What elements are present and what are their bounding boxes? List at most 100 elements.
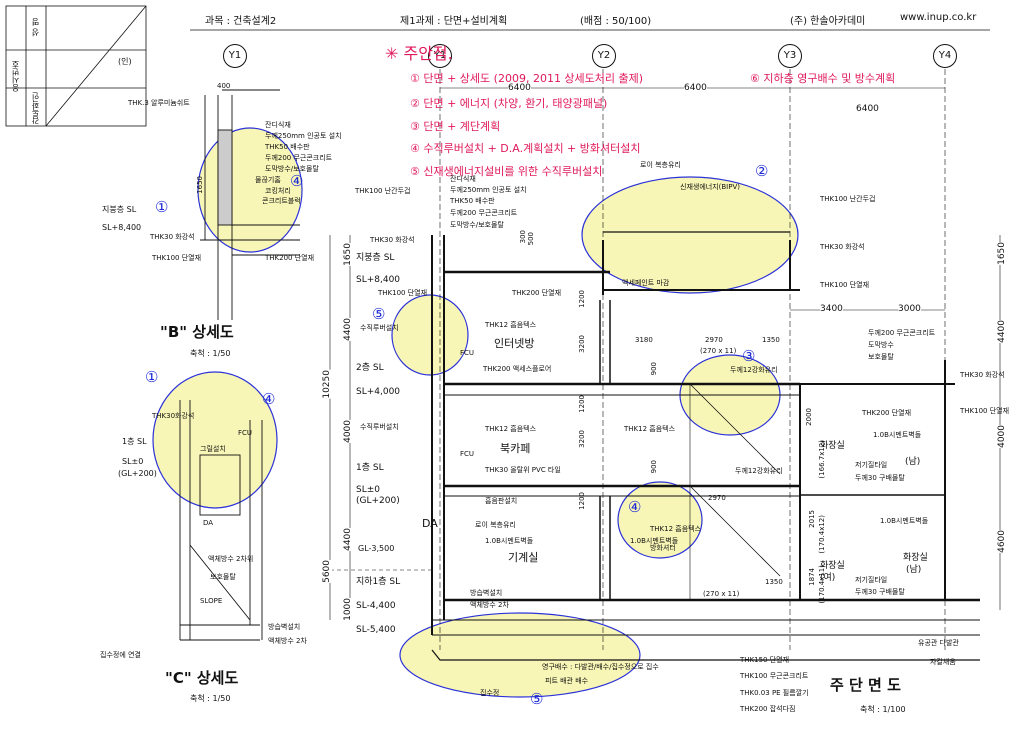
b-label-5: 두께200 무근콘크리트 [265,154,333,162]
label-acoustic-3: THK12 흡음텍스 [624,425,676,433]
b-label-6: 도막방수/보호몰탈 [265,165,319,173]
dim-2970a: 2970 [705,336,723,344]
highlight-clouds [152,127,799,698]
c-label-6: 보호몰탈 [210,573,236,581]
c-label-1: THK30화강석 [152,412,195,420]
dim-h-5600: 5600 [322,560,332,583]
c-level-gl: (GL+200) [118,469,157,478]
label-tile-1: 저기질타일 [855,461,888,469]
room-toilet-2-f: (여) [820,573,836,583]
dim-2970b: 2970 [708,494,726,502]
b-label-1: THK.3 알루미늄쉬트 [128,99,190,107]
circled-4-main: ④ [628,498,642,516]
section-lines [329,60,1001,661]
room-toilet-3-m: (남) [906,565,922,575]
b-detail-lines [200,89,300,320]
b-label-11: THK100 단열재 [152,254,202,262]
level-b1-value: SL-4,400 [356,601,396,611]
dim-3180: 3180 [635,336,653,344]
section-title: 주 단 면 도 [830,676,901,694]
section-scale: 축척 : 1/100 [860,705,906,714]
label-brick-4: 1.0B시멘트벽돌 [630,537,679,545]
grid-y4: Y4 [933,44,957,68]
dim-300: 300 [519,230,527,244]
level-b1: 지하1층 SL [356,577,401,587]
notes-title: ✳ 주안점. [385,44,453,63]
circled-3: ③ [742,347,756,365]
note-4: ④ 수직루버설치 + D.A.계획설치 + 방화셔터설치 [410,142,641,155]
note-6: ⑥ 지하층 영구배수 및 방수계획 [750,72,896,85]
c-level-value: SL±0 [122,457,144,466]
c-detail-title: "C" 상세도 [165,669,239,687]
label-concrete: 두께200 무근콘크리트 [450,209,518,217]
note-2: ② 단면 + 에너지 (차양, 환기, 태양광패널) [410,97,608,110]
label-granite-left: THK30 화강석 [370,236,415,244]
b-level-name: 지붕층 SL [102,205,137,214]
label-fcu-1: FCU [460,349,475,357]
label-slope-mortar-1: 두께30 구배몰탈 [855,474,905,482]
label-railing-right: THK100 난간두겁 [820,195,876,203]
dim-r-4400: 4400 [997,320,1007,343]
label-paint: 액세페인트 마감 [622,279,670,287]
level-roof-value: SL+8,400 [356,275,401,285]
dim-h-3f: 4400 [343,318,353,341]
label-bipv: 신재생에너지(BIPV) [680,183,740,191]
label-tempered-2: 두께12강화유리 [735,467,783,475]
dim-3200a: 3200 [578,335,586,353]
label-pe-film: THK0.03 PE 필름깔기 [740,689,809,697]
label-low-e-2: 로이 복층유리 [475,521,516,529]
dim-1350a: 1350 [762,336,780,344]
dim-h-1f: 4400 [343,528,353,551]
label-perm-drain: 영구배수 : 다발관/배수/집수정으로 집수 [542,663,659,671]
dim-h-total: 10250 [322,370,332,399]
room-internet: 인터넷방 [494,337,535,350]
label-perforated-pipe: 유공관 다발관 [918,639,959,647]
note-1: ① 단면 + 상세도 (2009, 2011 상세도처리 출제) [410,72,644,85]
c-label-5: 액체방수 2차위 [208,555,254,563]
b-label-4: THK50 배수판 [265,143,310,151]
label-waterproof-r: 도막방수 [868,341,894,349]
b-label-10: THK30 화강석 [150,233,195,241]
dim-w2: 6400 [684,83,707,93]
dim-270b: (270 x 11) [703,590,740,598]
grid-y1: Y1 [428,44,452,68]
level-1f-gl: (GL+200) [356,496,400,506]
c-label-4: DA [203,519,214,527]
label-granite-r2: THK30 화강석 [960,371,1005,379]
dim-w4: 3400 [820,304,843,314]
c-label-2: 그릴설치 [200,445,226,453]
label-drain: THK50 배수판 [450,197,495,205]
level-1f-value: SL±0 [356,485,380,495]
label-pit-drain: 피트 배관 배수 [545,677,589,685]
room-fire-shutter: 방화셔터 [650,544,676,552]
dim-3200b: 3200 [578,430,586,448]
dim-w3: 6400 [856,104,879,114]
circled-4-b: ④ [290,172,304,190]
label-slope-mortar-2: 두께30 구배몰탈 [855,588,905,596]
label-tempered-1: 두께12강화유리 [730,366,778,374]
circled-4-c: ④ [262,390,276,408]
dim-1200b: 1200 [578,492,586,510]
dim-r-4000: 4000 [997,425,1007,448]
label-pvc-tile: THK30 올탈위 PVC 타일 [485,466,561,474]
header-score: (배점 : 50/100) [580,16,652,27]
room-toilet-1: 화장실 [820,441,845,451]
label-concrete-200-r: 두께200 무근콘크리트 [868,329,936,337]
level-2f-value: SL+4,000 [356,387,401,397]
circled-2: ② [755,162,769,180]
b-label-12: THK200 단열재 [265,254,315,262]
circled-1-b: ① [155,198,169,216]
dim-1704a: (170.4x12) [818,515,826,554]
dim-500: 500 [527,232,535,246]
stamp-box [5,5,147,127]
label-sump: 집수정 [480,689,500,697]
grid-y2: Y2 [592,44,616,68]
stamp-exam-no: 응시번호 [11,60,20,92]
room-toilet-1-m: (남) [905,457,921,467]
stamp-name: 성 명 [31,18,40,37]
circled-5-left: ⑤ [372,305,386,323]
label-fcu-2: FCU [460,450,475,458]
dim-1200c: 1200 [578,395,586,413]
dim-2015: 2015 [808,510,816,528]
